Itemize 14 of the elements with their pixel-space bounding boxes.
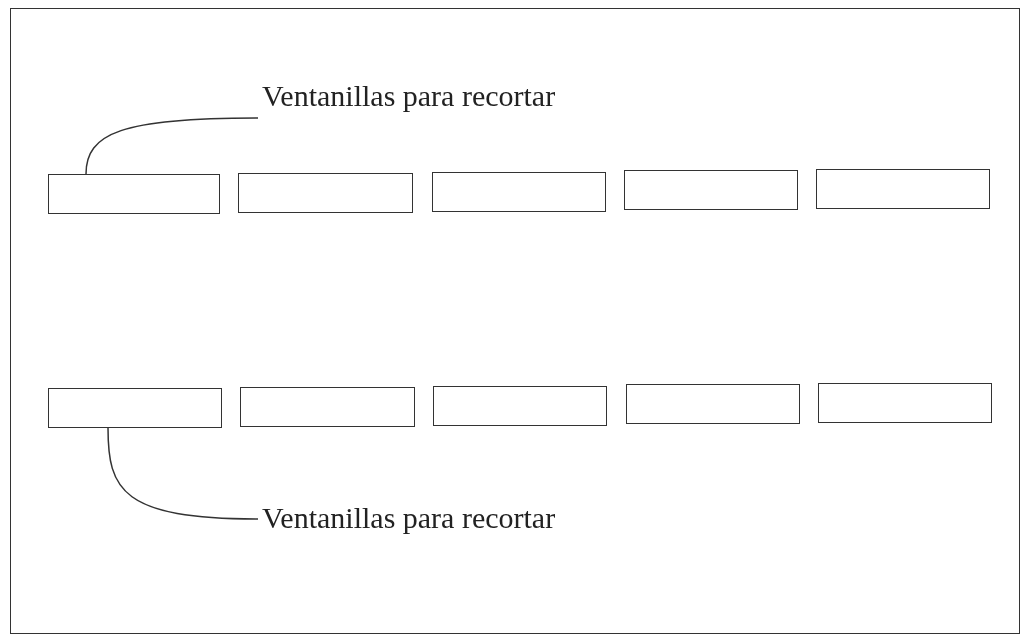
cutout-window bbox=[48, 388, 222, 428]
callout-label: Ventanillas para recortar bbox=[262, 78, 556, 114]
cutout-window bbox=[624, 170, 798, 210]
leader-line bbox=[107, 427, 259, 520]
cutout-window bbox=[818, 383, 992, 423]
cutout-window bbox=[433, 386, 607, 426]
cutout-window bbox=[238, 173, 413, 213]
cutout-window bbox=[816, 169, 990, 209]
leader-line bbox=[85, 117, 259, 175]
cutout-window bbox=[432, 172, 606, 212]
cutout-window bbox=[48, 174, 220, 214]
callout-label: Ventanillas para recortar bbox=[262, 500, 556, 536]
cutout-window bbox=[240, 387, 415, 427]
cutout-window bbox=[626, 384, 800, 424]
